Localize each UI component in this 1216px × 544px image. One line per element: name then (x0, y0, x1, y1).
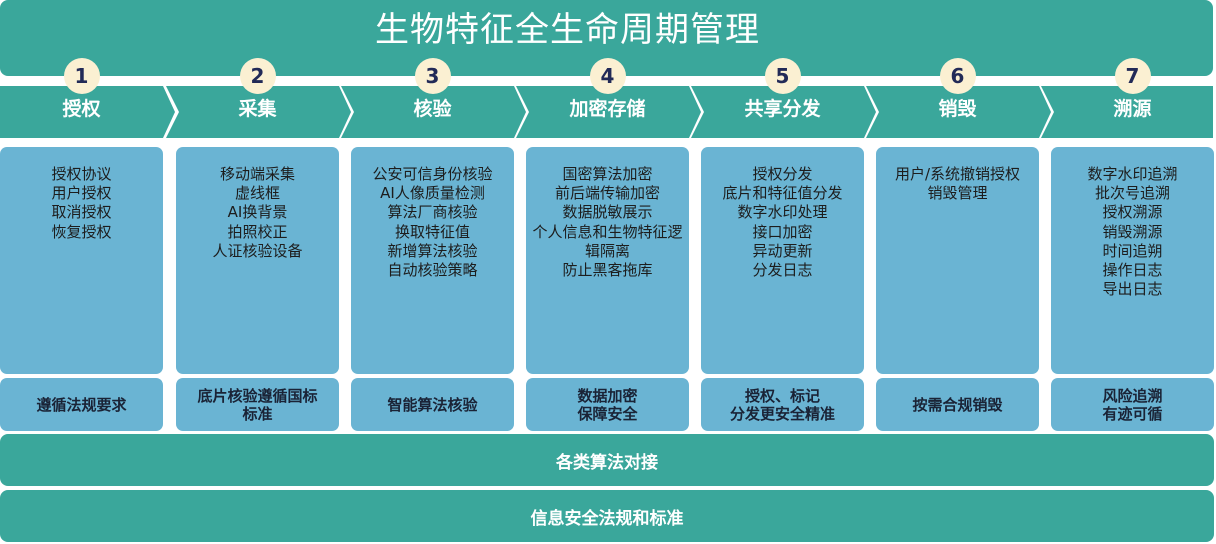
stage-title: 共享分发 (744, 98, 821, 120)
stage-title: 授权 (62, 98, 101, 120)
stage-card-item: AI换背景 (227, 203, 288, 222)
stage-card-item: 授权溯源 (1102, 203, 1163, 222)
stage-chevron-4 (516, 86, 701, 138)
stage-card-item: 新增算法核验 (387, 241, 478, 260)
stage-card-item: 销毁溯源 (1102, 222, 1163, 241)
stage-card-item: 算法厂商核验 (387, 203, 478, 222)
stage-number-badge: 1 (63, 58, 100, 94)
stage-card-item: 授权协议 (51, 165, 112, 183)
stage-chevron-7 (1041, 86, 1213, 138)
stage-footer: 授权、标记 分发更安全精准 (701, 378, 864, 431)
stage-card-item: 拍照校正 (227, 222, 288, 241)
stage-footer: 底片核验遵循国标 标准 (176, 378, 339, 431)
stage-card-item: 自动核验策略 (387, 261, 478, 280)
security-standards-band: 信息安全法规和标准 (0, 490, 1214, 542)
stage-card-item: 虚线框 (234, 184, 280, 203)
stage-footer: 智能算法核验 (351, 378, 514, 431)
stage-number-badge: 2 (239, 58, 276, 94)
stage-title: 加密存储 (569, 98, 646, 120)
stage-card: 数字水印追溯批次号追溯授权溯源销毁溯源时间追朔操作日志导出日志 (1051, 147, 1214, 374)
stage-title: 溯源 (1113, 98, 1152, 120)
stage-card: 国密算法加密前后端传输加密数据脱敏展示个人信息和生物特征逻辑隔离防止黑客拖库 (526, 147, 689, 374)
stage-number-badge: 5 (764, 58, 801, 94)
stage-card-item: 前后端传输加密 (554, 184, 660, 203)
stage-footer: 按需合规销毁 (876, 378, 1039, 431)
stage-chevron-3 (341, 86, 526, 138)
stage-card: 授权分发底片和特征值分发数字水印处理接口加密异动更新分发日志 (701, 147, 864, 374)
stage-footer: 风险追溯 有迹可循 (1051, 378, 1214, 431)
stage-footer: 数据加密 保障安全 (526, 378, 689, 431)
stage-card-item: 授权分发 (752, 165, 813, 183)
stage-card: 用户/系统撤销授权销毁管理 (876, 147, 1039, 374)
stage-chevron-2 (166, 86, 351, 138)
stage-card-item: 用户/系统撤销授权 (894, 165, 1021, 183)
stage-card-item: 数字水印追溯 (1087, 165, 1178, 183)
stage-card-item: 取消授权 (51, 203, 112, 222)
stage-card-item: 数字水印处理 (737, 203, 828, 222)
stage-card: 授权协议用户授权取消授权恢复授权 (0, 147, 163, 374)
stage-card-item: AI人像质量检测 (380, 184, 485, 203)
stage-card-item: 分发日志 (752, 261, 813, 280)
page-title: 生物特征全生命周期管理 (375, 10, 760, 50)
stage-card-item: 操作日志 (1102, 261, 1163, 280)
stage-chevron-1 (0, 86, 175, 138)
stage-title: 核验 (413, 98, 452, 120)
stage-number-badge: 7 (1114, 58, 1151, 94)
stage-card-item: 人证核验设备 (212, 241, 303, 260)
stage-card-item: 公安可信身份核验 (372, 165, 493, 183)
stage-number-badge: 6 (939, 58, 976, 94)
stage-chevron-6 (866, 86, 1051, 138)
stage-card-item: 导出日志 (1102, 280, 1163, 299)
stage-title: 销毁 (938, 98, 977, 120)
stage-card-item: 接口加密 (752, 222, 813, 241)
stage-title: 采集 (238, 98, 277, 120)
stage-card-item: 用户授权 (51, 184, 112, 203)
stage-card-item: 时间追朔 (1102, 241, 1163, 260)
stage-card-item: 批次号追溯 (1094, 184, 1170, 203)
stage-card-item: 销毁管理 (927, 184, 988, 203)
stage-card-item: 恢复授权 (51, 222, 112, 241)
stage-card-item: 国密算法加密 (562, 165, 653, 183)
stage-number-badge: 3 (414, 58, 451, 94)
stage-card-item: 异动更新 (752, 241, 813, 260)
stage-chevron-5 (691, 86, 876, 138)
stage-card-item: 防止黑客拖库 (562, 261, 653, 280)
stage-number-badge: 4 (589, 58, 626, 94)
algorithm-integration-band: 各类算法对接 (0, 434, 1214, 486)
stage-card-item: 数据脱敏展示 (562, 203, 653, 222)
stage-card-item: 个人信息和生物特征逻 (532, 222, 683, 241)
stage-card-item: 换取特征值 (394, 222, 470, 241)
stage-card-item: 移动端采集 (219, 165, 295, 183)
stage-card-item: 辑隔离 (584, 241, 630, 260)
stage-footer: 遵循法规要求 (0, 378, 163, 431)
stage-card-item: 底片和特征值分发 (722, 184, 843, 203)
